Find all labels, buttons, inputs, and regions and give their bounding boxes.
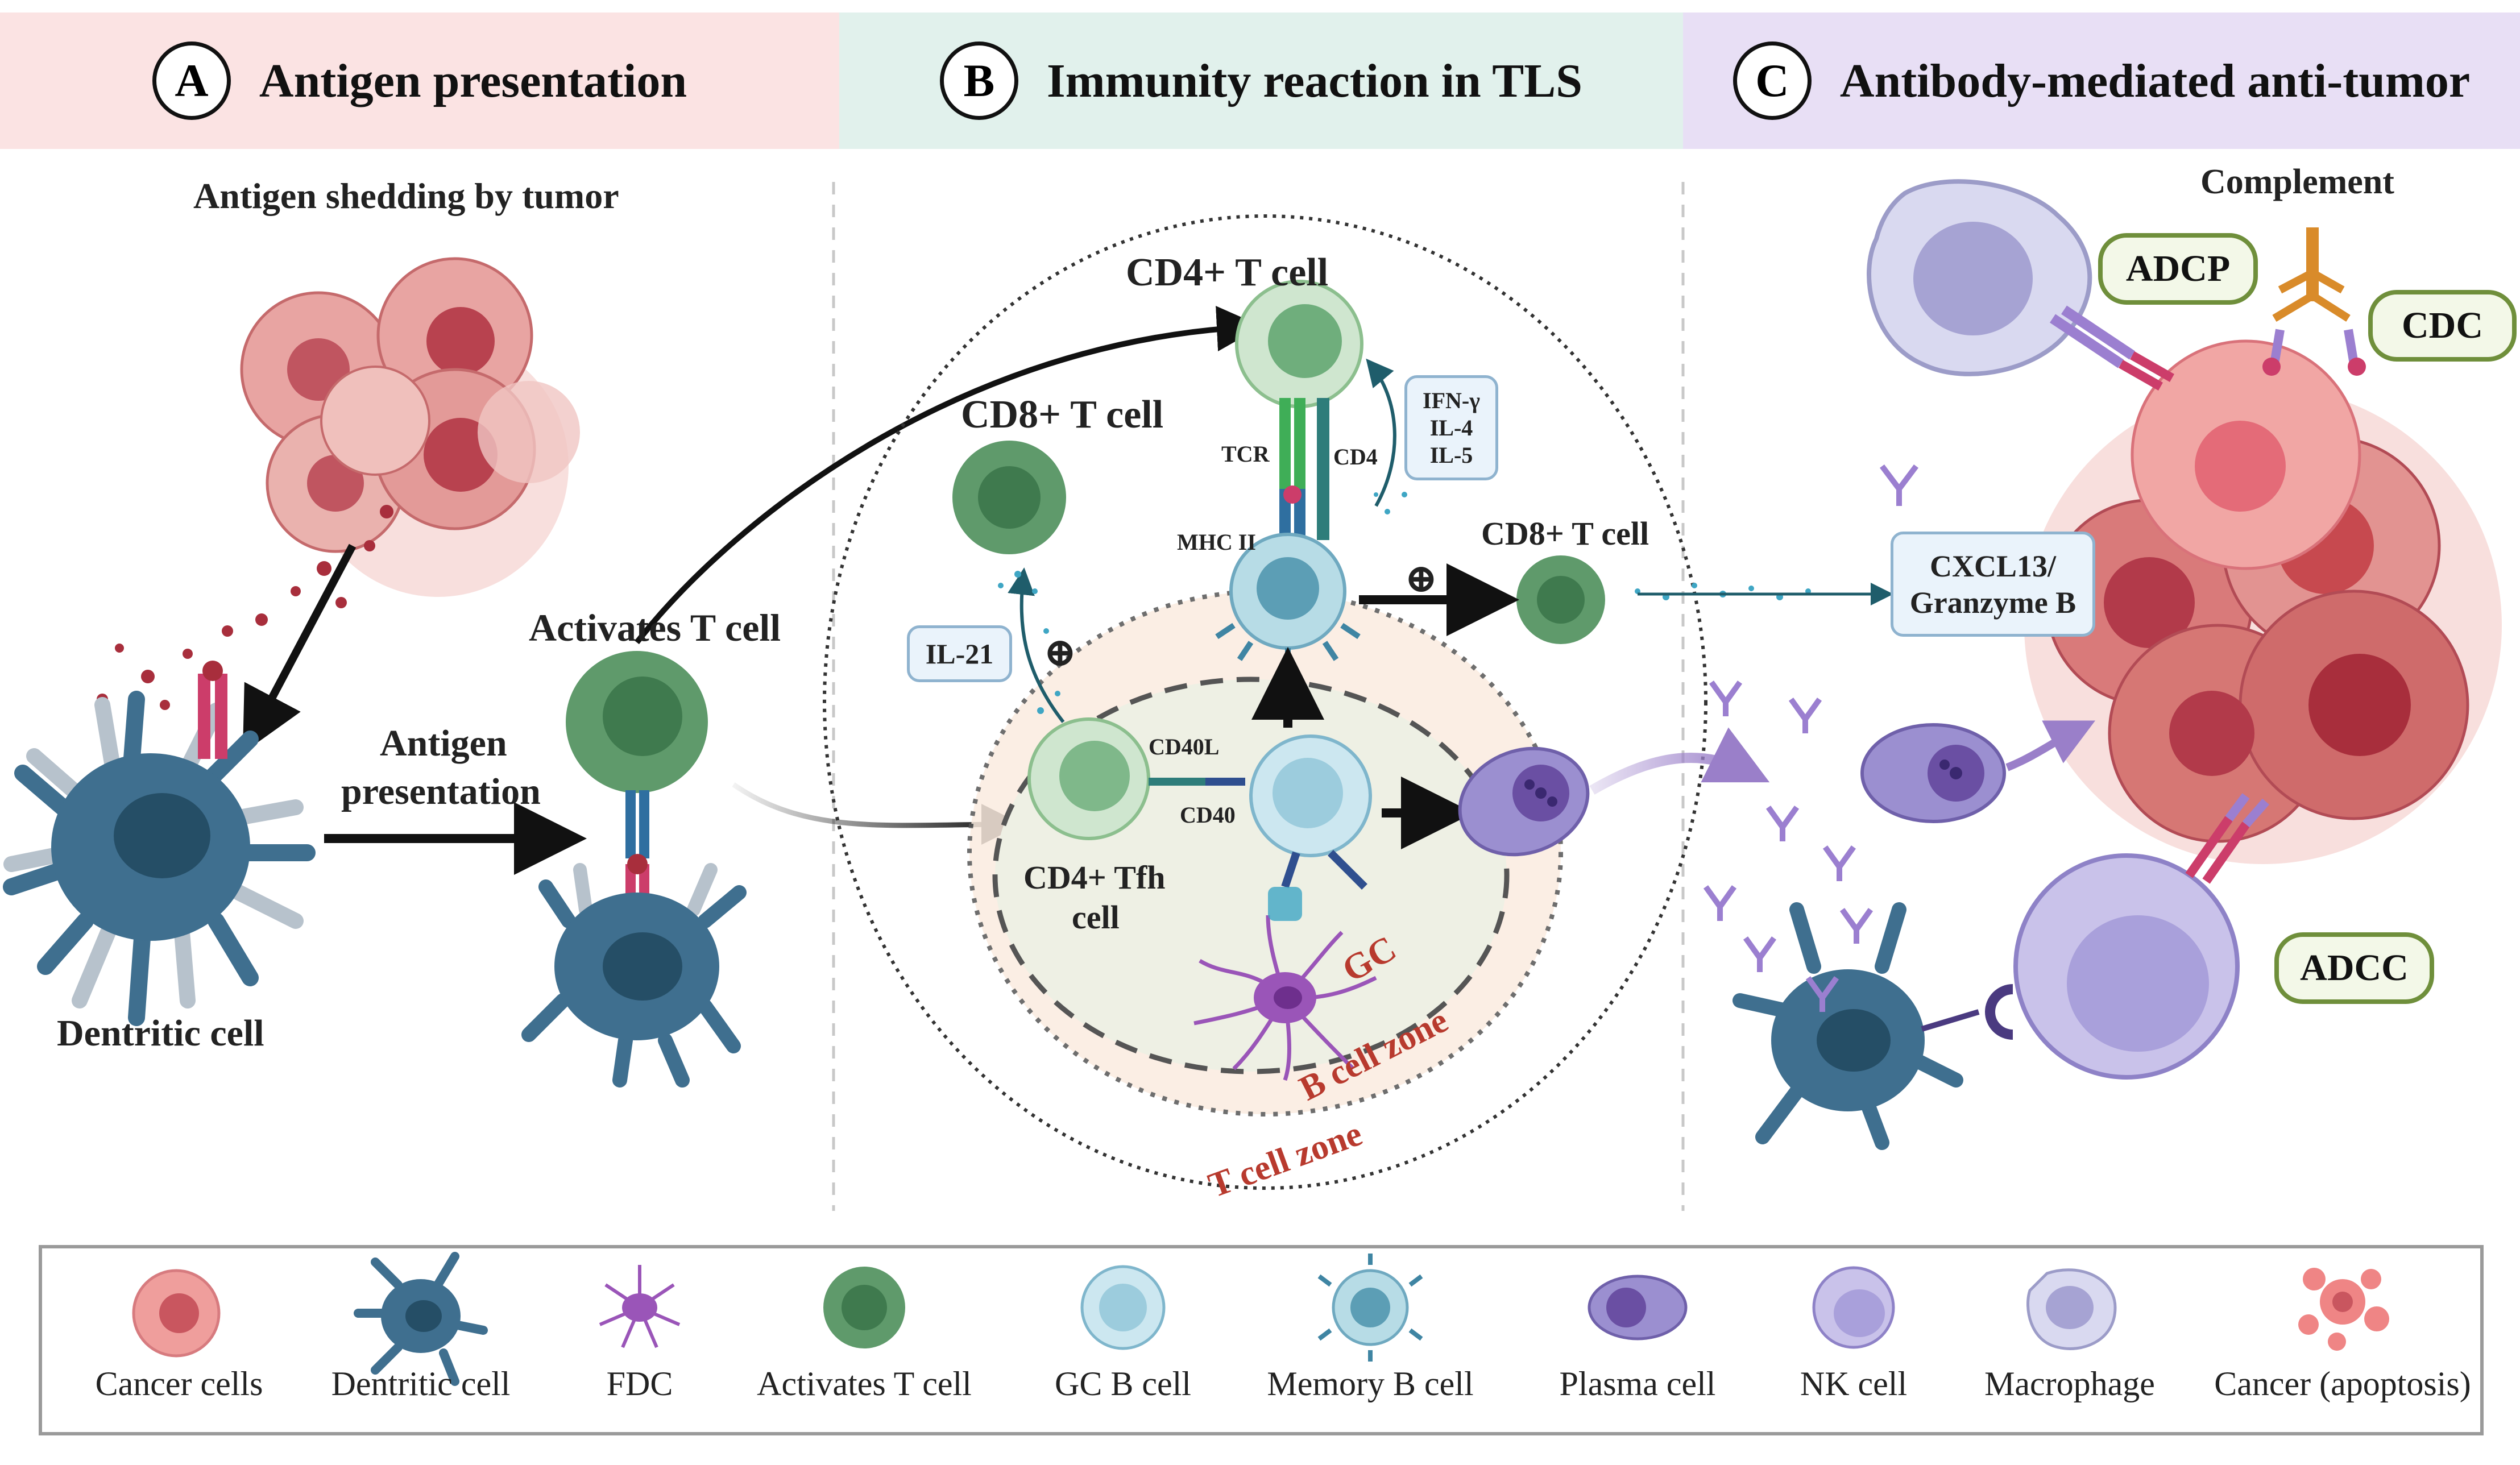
macrophage	[1867, 179, 2174, 391]
fdc-antigen-complex	[1268, 887, 1302, 921]
cdc-badge: CDC	[2368, 290, 2517, 362]
legend-label-memory-b: Memory B cell	[1267, 1365, 1474, 1402]
cd8-t-cell-label: CD8+ T cell	[961, 393, 1164, 437]
cytokine-dots	[998, 492, 1407, 714]
cd4-t-cell	[1235, 280, 1363, 546]
cd8-t-cell-top	[952, 441, 1066, 554]
adcc-label: ADCC	[2300, 947, 2409, 989]
legend-label-macrophage: Macrophage	[1984, 1365, 2155, 1402]
cxcl13-label-2: Granzyme B	[1909, 585, 2076, 620]
legend-label-dendritic: Dentritic cell	[331, 1365, 511, 1402]
dendritic-cell-c	[1732, 902, 2013, 1150]
t-to-tfh-arrow	[732, 782, 1022, 845]
activates-t-cell-label: Activates T cell	[529, 606, 781, 649]
nk-cell	[2013, 793, 2270, 1080]
plasma-cell-b	[1458, 746, 1590, 857]
cd8-t-cell-right-label: CD8+ T cell	[1481, 515, 1649, 552]
panel-c-title: Antibody-mediated anti-tumor	[1839, 54, 2471, 107]
fdc-cell	[1193, 915, 1377, 1081]
plasma-cell-c	[1860, 723, 2006, 823]
adcp-label: ADCP	[2125, 248, 2231, 289]
antigen-presentation-label-1: Antigen	[380, 723, 507, 764]
tumor-mass-c	[2024, 339, 2502, 864]
cytokine-arrow	[1366, 358, 1396, 507]
cd40l-label: CD40L	[1149, 734, 1220, 760]
legend-label-plasma: Plasma cell	[1559, 1365, 1716, 1402]
legend-label-cancer: Cancer cells	[95, 1365, 263, 1402]
panel-b-title: Immunity reaction in TLS	[1046, 54, 1583, 107]
tfh-label-1: CD4+ Tfh	[1023, 859, 1166, 896]
dendritic-cell-label: Dentritic cell	[57, 1012, 264, 1054]
plus-sign-il21: ⊕	[1043, 631, 1077, 675]
cxcl13-label-1: CXCL13/	[1929, 549, 2056, 583]
il21-label: IL-21	[925, 638, 994, 670]
cd40-label: CD40	[1180, 802, 1236, 828]
cd4-label: CD4	[1333, 444, 1378, 470]
cd8-t-cell-right	[1516, 555, 1605, 644]
adcp-badge: ADCP	[2098, 233, 2258, 305]
legend	[39, 1245, 2484, 1435]
tfh-cell	[1027, 717, 1245, 840]
adcc-badge: ADCC	[2274, 932, 2434, 1004]
mhc2-label: MHC II	[1177, 529, 1256, 555]
il21-arrow	[1008, 567, 1065, 723]
cytokine-box: IFN-γ IL-4 IL-5	[1404, 375, 1498, 480]
tfh-label-2: cell	[1072, 899, 1120, 936]
panel-a-header: A Antigen presentation	[0, 13, 839, 149]
legend-label-gc-b: GC B cell	[1055, 1365, 1191, 1402]
complement	[2262, 227, 2366, 376]
tumor-cluster-a	[240, 257, 580, 597]
cytokine-il4: IL-4	[1429, 414, 1473, 441]
panel-a-title: Antigen presentation	[259, 54, 687, 107]
panel-a-letter: A	[152, 41, 231, 120]
tcr-label: TCR	[1221, 441, 1270, 467]
cdc-label: CDC	[2402, 305, 2483, 346]
shedding-arrow	[242, 543, 357, 753]
tls-boundary	[823, 214, 1707, 1190]
legend-label-fdc: FDC	[606, 1365, 673, 1402]
legend-label-activated-t: Activates T cell	[757, 1365, 972, 1402]
cxcl13-dots	[1635, 583, 1811, 600]
plasma-to-c-arrow	[1589, 727, 1770, 795]
plasma-c-arrow	[2005, 720, 2096, 771]
antigen-shedding-label: Antigen shedding by tumor	[193, 176, 619, 216]
il21-box: IL-21	[907, 625, 1012, 682]
dendritic-cell-a	[3, 661, 316, 1026]
dendritic-cell-a2	[521, 863, 747, 1088]
cytokine-il5: IL-5	[1429, 442, 1473, 468]
panel-b-letter: B	[939, 41, 1018, 120]
cxcl13-box: CXCL13/ Granzyme B	[1891, 532, 2095, 637]
activated-t-cell-a	[566, 651, 708, 932]
memory-b-cell	[1215, 533, 1361, 665]
gc-b-cell	[1249, 734, 1372, 890]
complement-label: Complement	[2200, 163, 2394, 201]
antigen-presentation-label-2: presentation	[341, 771, 541, 812]
panel-b-header: B Immunity reaction in TLS	[839, 13, 1683, 149]
cd4-t-cell-label: CD4+ T cell	[1126, 251, 1329, 294]
free-antibodies	[1703, 464, 1918, 1012]
t-to-cd4-arrow	[635, 306, 1262, 645]
panel-c-header: C Antibody-mediated anti-tumor	[1683, 13, 2520, 149]
legend-label-nk: NK cell	[1800, 1365, 1908, 1402]
legend-label-apoptosis: Cancer (apoptosis)	[2214, 1365, 2471, 1402]
plus-sign-cd8: ⊕	[1404, 557, 1438, 601]
panel-c-letter: C	[1732, 41, 1812, 120]
cytokine-ifn: IFN-γ	[1423, 387, 1480, 413]
